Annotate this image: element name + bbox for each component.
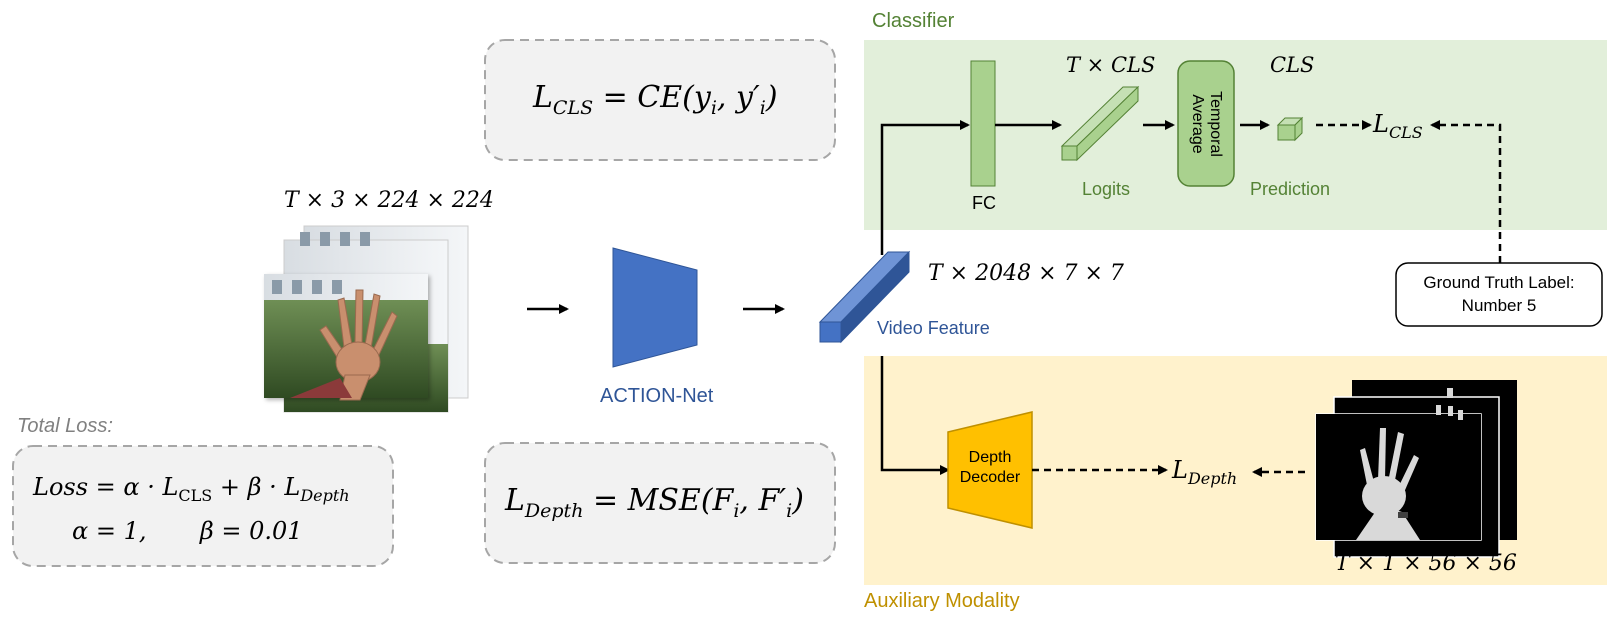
total-loss-b: + β · L — [212, 473, 301, 501]
ground-truth-line2: Number 5 — [1461, 296, 1537, 315]
total-loss-title: Total Loss: — [17, 415, 113, 437]
cls-formula-close: ) — [765, 80, 778, 115]
cls-formula-rhs: = CE(y — [593, 80, 711, 115]
prediction-label: Prediction — [1250, 179, 1331, 199]
cls-loss-L: L — [1373, 110, 1389, 138]
logits-bar — [1060, 85, 1140, 162]
ground-truth-line1: Ground Truth Label: — [1423, 273, 1575, 292]
temporal-average-label: Temporal Average — [1178, 61, 1234, 186]
depth-formula-rhs2: , F′ — [739, 483, 787, 518]
depth-decoder-text: Depth Decoder — [948, 448, 1032, 488]
prediction-shape-label: CLS — [1270, 53, 1315, 77]
depth-decoder-line1: Depth — [968, 449, 1012, 466]
input-shape-label: T × 3 × 224 × 224 — [284, 188, 494, 213]
depth-formula-i2: i — [786, 500, 793, 522]
cls-formula-i2: i — [759, 97, 766, 119]
cls-formula-i1: i — [710, 97, 717, 119]
cls-loss-symbol: LCLS — [1373, 110, 1423, 142]
video-feature-label: Video Feature — [877, 318, 990, 338]
depth-loss-box — [484, 442, 836, 564]
cls-loss-sub: CLS — [1388, 122, 1423, 142]
action-net-block — [612, 247, 698, 368]
cls-loss-box — [484, 39, 836, 161]
logits-shape-label: T × CLS — [1066, 53, 1156, 77]
total-loss-line2: α = 1, β = 0.01 — [72, 517, 303, 545]
feature-shape-label: T × 2048 × 7 × 7 — [928, 261, 1124, 286]
input-frames-icon — [264, 225, 469, 413]
total-loss-line1: Loss = α · LCLS + β · LDepth — [33, 473, 350, 505]
action-net-label: ACTION-Net — [600, 385, 714, 407]
temporal-average-block — [1177, 60, 1235, 187]
total-loss-sub1: CLS — [178, 485, 213, 505]
depth-decoder-block — [947, 411, 1033, 529]
classifier-title: Classifier — [872, 10, 955, 32]
depth-frames-icon — [1315, 380, 1517, 558]
depth-loss-sub: Depth — [1187, 468, 1238, 488]
depth-loss-symbol: LDepth — [1172, 456, 1237, 488]
cls-formula-rhs2: , y′ — [716, 80, 760, 115]
auxiliary-title: Auxiliary Modality — [864, 590, 1020, 612]
depth-shape-label: T × 1 × 56 × 56 — [1335, 551, 1517, 576]
total-loss-box — [12, 445, 394, 567]
cls-formula-L: L — [533, 80, 553, 115]
depth-decoder-line2: Decoder — [959, 469, 1021, 486]
depth-formula-close: ) — [792, 483, 804, 518]
temporal-average-line2: Average — [1189, 93, 1206, 154]
temporal-average-line1: Temporal — [1207, 90, 1224, 157]
total-loss-a: Loss = α · L — [33, 473, 179, 501]
video-feature-bar — [818, 250, 911, 344]
depth-formula-sub: Depth — [524, 500, 584, 522]
fc-block — [970, 60, 996, 187]
arrow-feature-to-decoder — [880, 356, 950, 475]
total-loss-sub2: Depth — [300, 485, 350, 505]
ground-truth-box — [1395, 262, 1603, 327]
arrow-gt-to-cls-loss — [1430, 120, 1502, 263]
ground-truth-text: Ground Truth Label: Number 5 — [1396, 271, 1602, 317]
depth-loss-L: L — [1172, 456, 1188, 484]
logits-label: Logits — [1082, 179, 1131, 199]
cls-formula: LCLS = CE(yi, y′i) — [533, 80, 778, 119]
arrow-feature-to-fc — [880, 120, 970, 255]
fc-label: FC — [972, 193, 996, 213]
prediction-cube — [1276, 116, 1304, 142]
depth-formula-i1: i — [733, 500, 740, 522]
depth-formula-rhs: = MSE(F — [583, 483, 734, 518]
depth-formula-L: L — [505, 483, 525, 518]
cls-formula-sub: CLS — [552, 97, 594, 119]
depth-formula: LDepth = MSE(Fi, F′i) — [505, 483, 804, 522]
